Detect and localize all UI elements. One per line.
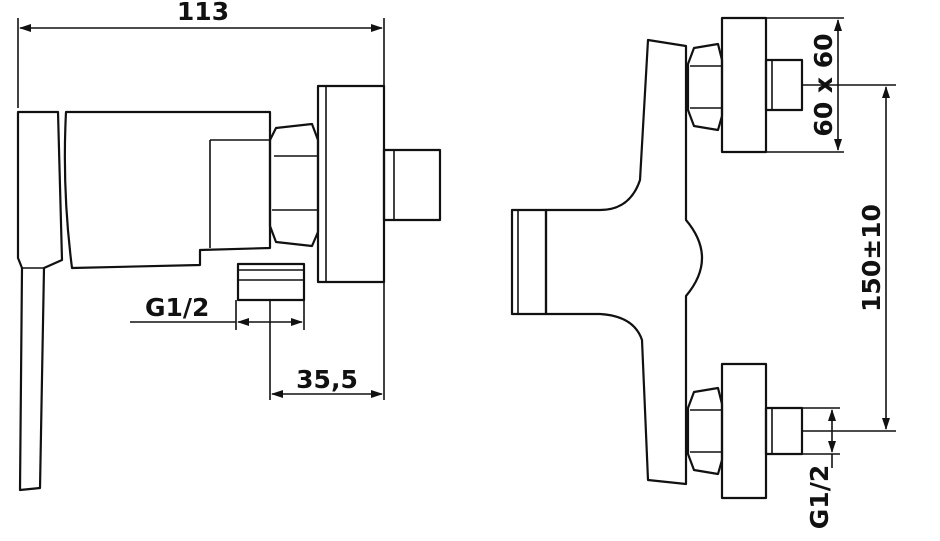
dim-wall-offset-label: 35,5 bbox=[296, 365, 358, 394]
wall-flange-side bbox=[316, 84, 386, 284]
mixer-body bbox=[63, 110, 272, 270]
dim-wall-offset: 35,5 bbox=[269, 282, 385, 400]
lower-connection bbox=[686, 362, 804, 500]
side-view: 113 G1/2 35,5 bbox=[16, 0, 442, 492]
connector-pipe bbox=[382, 148, 442, 222]
lever-handle bbox=[16, 110, 64, 492]
dim-overall-width: 113 bbox=[17, 0, 385, 108]
dim-thread-right: G1/2 bbox=[802, 407, 840, 529]
dim-thread-left: G1/2 bbox=[130, 293, 305, 330]
front-view: 60 x 60 150±10 G1/2 bbox=[510, 16, 896, 529]
upper-connection bbox=[686, 16, 804, 154]
hex-nut-side bbox=[268, 122, 320, 248]
knob bbox=[510, 208, 548, 316]
dim-center-distance: 150±10 bbox=[802, 84, 896, 432]
outlet-spout bbox=[236, 262, 306, 302]
dim-center-distance-label: 150±10 bbox=[857, 204, 886, 312]
dim-overall-width-label: 113 bbox=[177, 0, 229, 26]
dim-thread-right-label: G1/2 bbox=[805, 465, 834, 529]
body-front bbox=[544, 38, 704, 486]
dim-thread-left-label: G1/2 bbox=[145, 293, 209, 322]
